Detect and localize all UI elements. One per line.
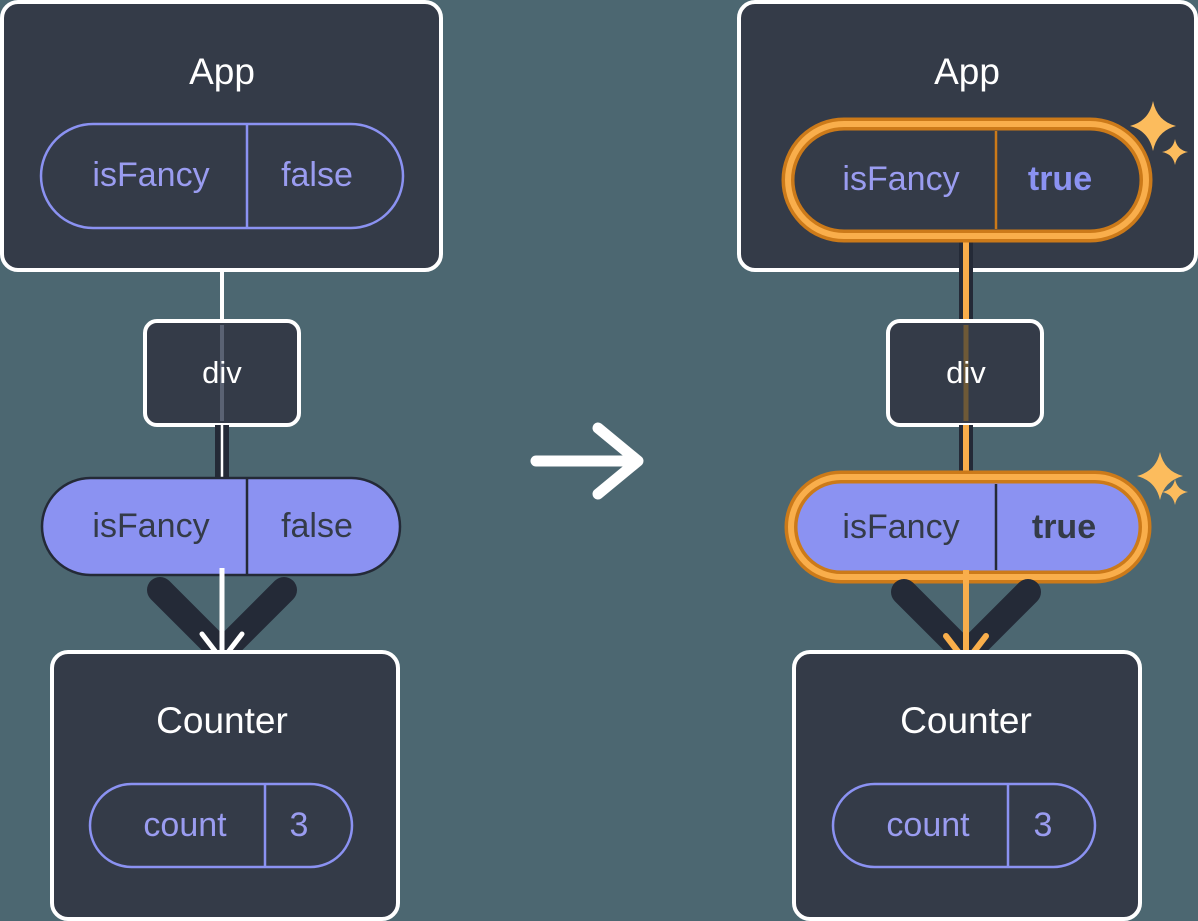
- panel-div-before-title: div: [202, 355, 242, 390]
- pill-counter-state-after-shape: [831, 782, 1097, 869]
- pill-prop-after-value: true: [1032, 508, 1096, 546]
- sparkle-group-app-after: [1130, 101, 1188, 165]
- panel-counter-after-box: [792, 650, 1142, 921]
- pill-app-state-after: isFancy true: [781, 117, 1153, 243]
- pill-app-state-before-shape: [39, 122, 405, 230]
- panel-app-before-box: [0, 0, 443, 272]
- sparkle-small-icon: [1162, 479, 1188, 505]
- panel-counter-after-title: Counter: [900, 700, 1032, 741]
- panel-app-before-title: App: [189, 51, 255, 92]
- panel-div-after: div: [886, 319, 1044, 427]
- pill-counter-state-after-value: 3: [1034, 806, 1053, 844]
- pill-app-state-before-name: isFancy: [92, 156, 209, 194]
- panel-counter-before: Counter count 3: [50, 650, 400, 921]
- pill-counter-state-before-name: count: [143, 806, 227, 844]
- arrow-prop-to-counter-after: [891, 570, 1041, 667]
- sparkle-large-icon: [1137, 452, 1183, 500]
- pill-app-state-after-ring-inner: [785, 121, 1149, 239]
- pill-app-state-before: isFancy false: [39, 122, 405, 230]
- pill-prop-after: isFancy true: [784, 470, 1152, 584]
- pill-app-state-before-value: false: [281, 156, 353, 194]
- after-diagram: App isFancy true div: [737, 0, 1198, 921]
- before-diagram: App isFancy false div: [0, 0, 443, 921]
- arrow-prop-to-counter-before: [147, 568, 297, 665]
- pill-app-state-after-value: true: [1028, 160, 1092, 198]
- pill-counter-state-after: count 3: [831, 782, 1097, 869]
- panel-counter-after: Counter count 3: [792, 650, 1142, 921]
- arrow-right-icon-head: [592, 422, 644, 500]
- panel-div-before: div: [143, 319, 301, 427]
- pill-prop-before-value: false: [281, 507, 353, 545]
- pill-counter-state-before-value: 3: [290, 806, 309, 844]
- panel-counter-before-title: Counter: [156, 700, 288, 741]
- pill-counter-state-before: count 3: [88, 782, 354, 869]
- panel-counter-before-box: [50, 650, 400, 921]
- panel-div-after-title: div: [946, 355, 986, 390]
- pill-prop-before-name: isFancy: [92, 507, 209, 545]
- sparkle-small-icon: [1162, 139, 1188, 165]
- panel-app-before: App isFancy false: [0, 0, 443, 272]
- pill-app-state-after-name: isFancy: [842, 160, 959, 198]
- pill-counter-state-after-name: count: [886, 806, 970, 844]
- sparkle-group-prop-after: [1137, 452, 1188, 505]
- panel-app-after-title: App: [934, 51, 1000, 92]
- pill-prop-after-name: isFancy: [842, 508, 959, 546]
- transition-arrow-right: [530, 422, 644, 500]
- pill-prop-before: isFancy false: [40, 476, 402, 577]
- sparkle-large-icon: [1130, 101, 1176, 151]
- pill-counter-state-before-shape: [88, 782, 354, 869]
